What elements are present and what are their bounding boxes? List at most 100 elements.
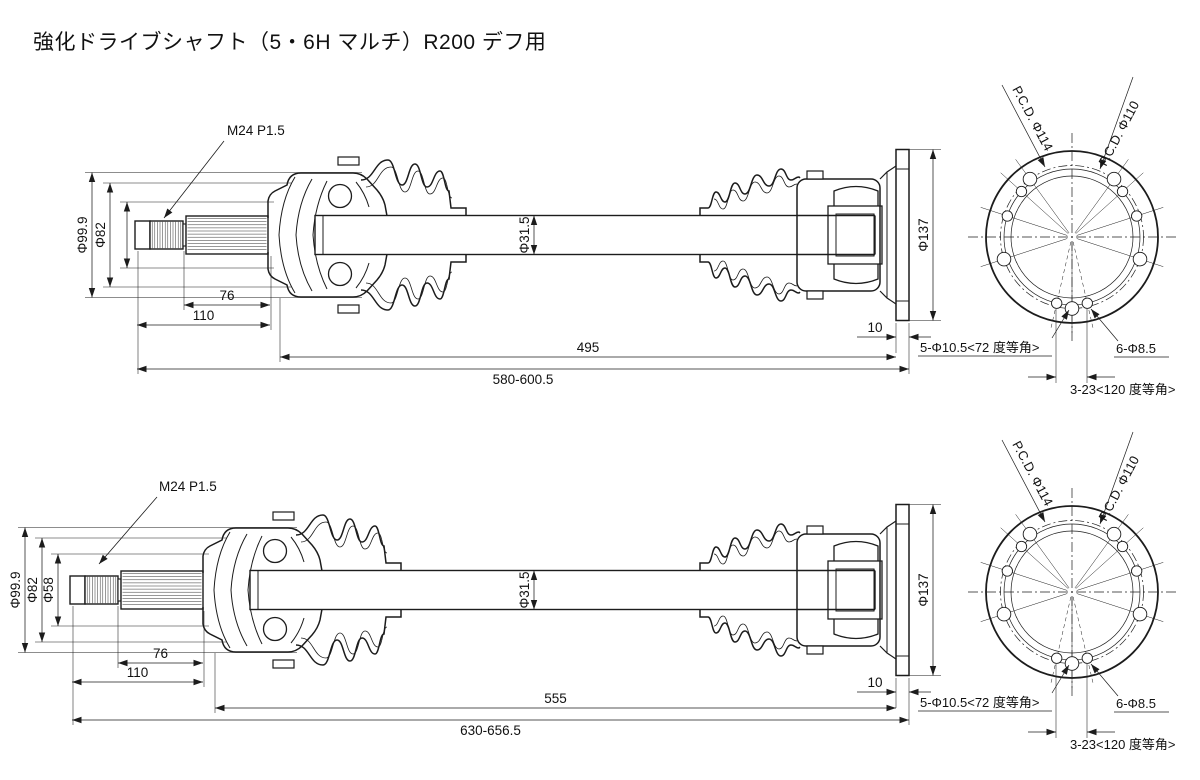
- dimension-arrow: [54, 554, 62, 564]
- hole-radial-line: [1000, 172, 1069, 234]
- spline-section: [185, 215, 269, 255]
- dimension-arrow: [530, 600, 538, 610]
- tripod-roller-inner: [835, 568, 875, 612]
- housing-tab: [806, 290, 824, 300]
- leader-line: [1099, 76, 1134, 170]
- hole-radial-line: [980, 593, 1068, 622]
- flange-plate: [895, 148, 910, 322]
- tripod-roller: [833, 185, 879, 206]
- cv-boot-inner: [713, 260, 798, 295]
- bolt-hole-small: [1116, 185, 1129, 198]
- dimension-arrow: [260, 301, 270, 309]
- dimension-arrow: [1037, 157, 1045, 167]
- dimension-arrow: [909, 333, 919, 341]
- bolt-hole-small: [1015, 185, 1028, 198]
- cv-boot: [295, 609, 402, 666]
- bolt-hole-large: [1106, 526, 1122, 542]
- cv-boot-inner: [300, 626, 388, 659]
- dimension-arrow: [1100, 158, 1107, 169]
- cv-joint-bell: [202, 527, 323, 573]
- dimension-arrow: [1087, 728, 1097, 736]
- dimension-arrow: [215, 704, 225, 712]
- tripod-roller: [827, 205, 883, 265]
- dimension-arrow: [137, 321, 147, 329]
- dimension-label: 10: [867, 675, 882, 690]
- hole-radial-line: [1050, 596, 1072, 686]
- dimension-arrow: [123, 202, 131, 212]
- page-title: 強化ドライブシャフト（5・6H マルチ）R200 デフ用: [33, 31, 547, 54]
- stub-collar: [69, 575, 86, 605]
- hole-spec-label: 6-Φ8.5: [1116, 696, 1156, 711]
- dimension-arrow: [929, 504, 937, 514]
- dimension-arrow: [72, 716, 82, 724]
- hole-radial-line: [1074, 514, 1129, 589]
- bolt-hole-small: [1051, 652, 1063, 664]
- bearing-cage: [290, 536, 305, 563]
- dimension-arrow: [1061, 310, 1069, 320]
- dimension-arrow: [886, 333, 896, 341]
- dimension-arrow: [106, 183, 114, 193]
- dimension-arrow: [1046, 728, 1056, 736]
- bolt-hole-small: [1081, 652, 1093, 664]
- leader-line: [1001, 84, 1046, 168]
- flange-neck: [879, 165, 897, 180]
- cv-joint-bell: [267, 172, 388, 218]
- hole-radial-line: [1072, 596, 1094, 686]
- hole-spec-label: 6-Φ8.5: [1116, 341, 1156, 356]
- hole-radial-line: [1050, 241, 1072, 331]
- leader-line: [163, 140, 225, 219]
- dimension-label: 495: [577, 340, 600, 355]
- cv-boot-inner: [713, 615, 798, 650]
- cv-boot-inner: [713, 175, 798, 210]
- dimension-label: 76: [153, 646, 168, 661]
- cv-boot: [699, 523, 801, 571]
- cv-boot: [295, 514, 402, 571]
- dimension-arrow: [99, 554, 108, 564]
- hole-spec-label: 5-Φ10.5<72 度等角>: [920, 340, 1040, 355]
- bearing-ball: [327, 261, 353, 287]
- dimension-arrow: [1100, 513, 1107, 524]
- dimension-arrow: [106, 277, 114, 287]
- tripod-roller: [827, 560, 883, 620]
- diameter-label: Φ82: [93, 222, 108, 248]
- dimension-arrow: [929, 666, 937, 676]
- bolt-hole-large: [996, 251, 1012, 267]
- dimension-arrow: [886, 688, 896, 696]
- bearing-ball: [262, 538, 288, 564]
- hole-radial-line: [1076, 593, 1164, 622]
- cv-boot: [360, 159, 467, 216]
- dimension-label: 110: [193, 308, 215, 323]
- tripod-roller: [833, 619, 879, 640]
- dimension-arrow: [909, 688, 919, 696]
- bolt-hole-large: [1132, 606, 1148, 622]
- hole-radial-line: [1072, 241, 1094, 331]
- bearing-cage: [355, 181, 370, 208]
- bolt-hole-small: [1081, 297, 1093, 309]
- bearing-ball: [262, 616, 288, 642]
- cv-boot-inner: [713, 530, 798, 565]
- bearing-cage: [290, 617, 305, 644]
- dimension-arrow: [38, 538, 46, 548]
- dimension-arrow: [899, 716, 909, 724]
- hole-radial-line: [1076, 207, 1164, 236]
- diameter-label: Φ31.5: [517, 216, 532, 253]
- bolt-hole-small: [1051, 297, 1063, 309]
- hole-radial-line: [1015, 159, 1070, 234]
- cv-boot-inner: [365, 166, 453, 199]
- tripod-housing: [796, 178, 881, 292]
- bearing-cage: [295, 178, 313, 292]
- bolt-hole-small: [1001, 210, 1013, 222]
- hole-radial-line: [980, 207, 1068, 236]
- dimension-arrow: [88, 172, 96, 182]
- hole-radial-line: [1076, 562, 1164, 591]
- cv-joint-bell: [267, 252, 388, 298]
- cv-boot: [360, 254, 467, 311]
- flange-neck: [879, 290, 897, 305]
- dimension-arrow: [21, 643, 29, 653]
- pcd-label: P.C.D. Φ110: [1095, 98, 1142, 168]
- boot-band: [272, 659, 295, 669]
- dimension-arrow: [1087, 373, 1097, 381]
- housing-tab: [806, 525, 824, 535]
- diameter-label: Φ99.9: [8, 571, 23, 608]
